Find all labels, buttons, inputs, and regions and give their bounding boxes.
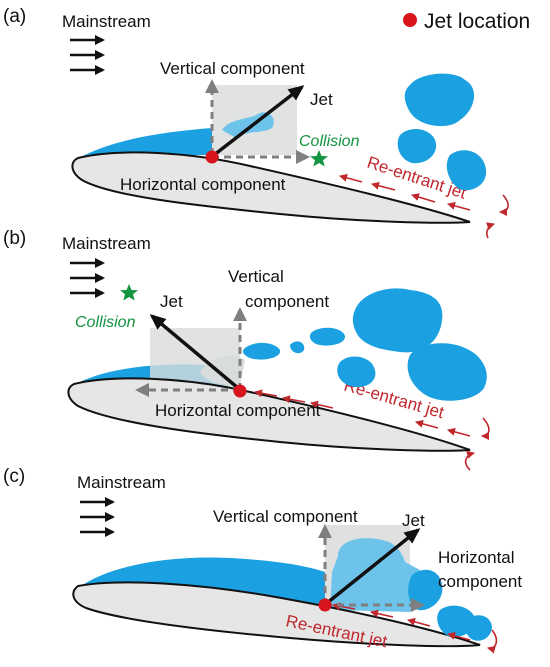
- cloud-cavity: [397, 128, 437, 164]
- reentrant-arrows: [339, 173, 509, 239]
- jet-arrow: [212, 85, 305, 157]
- attached-cavity: [75, 128, 212, 160]
- collision-star: [120, 284, 138, 301]
- panel-label: (a): [3, 6, 26, 27]
- cloud-cavity: [446, 150, 487, 191]
- jet-arrow: [325, 528, 421, 605]
- mainstream-arrows: [70, 35, 105, 75]
- collision-star: [310, 150, 328, 167]
- vertical-component-label: Vertical component: [213, 507, 358, 526]
- vertical-component-label-line2: component: [245, 292, 329, 311]
- small-cloud: [200, 356, 245, 386]
- jet-location-marker: [205, 150, 219, 164]
- jet-label: Jet: [402, 511, 425, 530]
- mainstream-arrows: [70, 258, 105, 298]
- hydrofoil: [71, 151, 471, 224]
- panel-b: (b) Mainstream Collision Re-entrant jet: [3, 228, 490, 471]
- hydrofoil: [72, 581, 481, 648]
- cloud-cavity: [309, 327, 346, 346]
- panel-a: (a) Mainstream Re-entrant jet: [3, 6, 509, 239]
- jet-location-marker: [318, 598, 332, 612]
- cloud-cavity: [290, 341, 305, 354]
- panel-label: (b): [3, 228, 26, 249]
- reentrant-arrows: [254, 389, 490, 471]
- jet-arrow: [149, 314, 240, 390]
- mainstream-arrows: [80, 497, 115, 537]
- horizontal-component-label-line2: component: [438, 572, 522, 591]
- reentrant-arrows: [332, 602, 498, 654]
- legend: Jet location: [403, 10, 530, 33]
- legend-label: Jet location: [424, 10, 530, 33]
- cloud-cavity: [337, 356, 376, 388]
- cloud-cavity: [352, 288, 443, 353]
- mainstream-label: Mainstream: [62, 234, 151, 253]
- collision-label: Collision: [299, 133, 360, 150]
- cloud-cavity: [242, 342, 281, 360]
- collision-label: Collision: [75, 314, 136, 331]
- jet-location-marker: [233, 384, 247, 398]
- attached-cavity: [78, 557, 325, 605]
- horizontal-component-label-line1: Horizontal: [438, 548, 515, 567]
- jet-location-marker: [403, 13, 417, 27]
- cloud-cavity: [407, 343, 487, 401]
- vertical-component-label-line1: Vertical: [228, 267, 284, 286]
- cloud-cavity: [465, 615, 492, 641]
- mainstream-label: Mainstream: [62, 12, 151, 31]
- hydrofoil: [67, 377, 471, 452]
- horizontal-component-label: Horizontal component: [155, 401, 321, 420]
- horizontal-component-label: Horizontal component: [120, 175, 286, 194]
- light-cloud: [330, 538, 425, 612]
- panel-label: (c): [3, 466, 25, 487]
- panel-c: (c) Mainstream Re-entrant jet Vertical: [3, 466, 522, 654]
- vertical-component-label: Vertical component: [160, 59, 305, 78]
- cloud-cavity: [404, 73, 475, 127]
- jet-label: Jet: [310, 90, 333, 109]
- mainstream-label: Mainstream: [77, 473, 166, 492]
- jet-label: Jet: [160, 292, 183, 311]
